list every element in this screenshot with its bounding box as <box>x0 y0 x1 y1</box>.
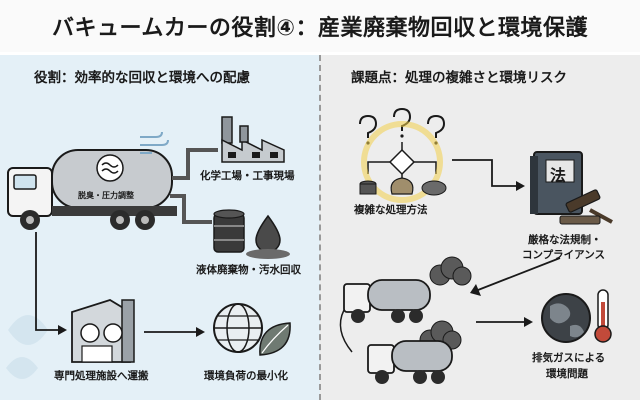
leaf-icon <box>259 322 291 356</box>
polluted-globe-icon <box>541 293 591 343</box>
sack-icon <box>390 177 414 195</box>
hose-to-liquid <box>170 194 212 224</box>
factory-label: 化学工場・工事現場 <box>200 170 295 182</box>
liquid-waste-label: 液体廃棄物・汚水回収 <box>196 264 301 276</box>
gavel-icon <box>559 189 613 225</box>
waste-pile-icon <box>421 180 447 196</box>
law-book-icon <box>530 151 583 215</box>
left-heading: 役割：効率的な回収と環境への配慮 <box>34 70 250 86</box>
panel-divider <box>319 55 323 400</box>
arrow-trucks-loop <box>339 309 353 353</box>
facility-label: 専門処理施設へ運搬 <box>54 370 149 382</box>
tank-label: 脱臭・圧力調整 <box>78 191 134 200</box>
eco-label: 環境負荷の最小化 <box>204 370 288 382</box>
law-label-line1: 厳格な法規制・ <box>528 234 602 246</box>
coins-icon <box>359 180 377 195</box>
right-panel-issues <box>320 55 640 400</box>
leaf-decoration-icon <box>6 315 48 379</box>
hose-to-factory <box>172 148 218 180</box>
law-book-text: 法 <box>550 166 567 185</box>
exhaust-label-line1: 排気ガスによる <box>532 352 606 364</box>
law-label-line2: コンプライアンス <box>522 249 606 261</box>
deodorize-icon <box>96 154 124 182</box>
arrow-law-to-trucks <box>477 257 561 291</box>
factory-icon <box>221 116 285 163</box>
truck-icon-upper <box>343 279 431 323</box>
exhaust-smoke-icon <box>419 256 472 351</box>
arrow-truck-to-facility <box>35 232 58 331</box>
complex-process-label: 複雑な処理方法 <box>354 204 428 216</box>
thermometer-icon <box>594 289 612 343</box>
globe-icon <box>213 303 263 353</box>
page-title: バキュームカーの役割④：産業廃棄物回収と環境保護 <box>0 0 640 52</box>
arrow-complex-to-law <box>452 159 516 187</box>
right-heading: 課題点：処理の複雑さと環境リスク <box>351 70 567 86</box>
droplet-icon <box>246 214 290 259</box>
wind-icon <box>140 131 169 154</box>
truck-icon-lower <box>367 340 453 384</box>
treatment-facility-icon <box>71 299 135 363</box>
exhaust-label-line2: 環境問題 <box>546 368 588 380</box>
barrel-icon <box>213 209 245 253</box>
flowchart-icon <box>361 121 443 203</box>
